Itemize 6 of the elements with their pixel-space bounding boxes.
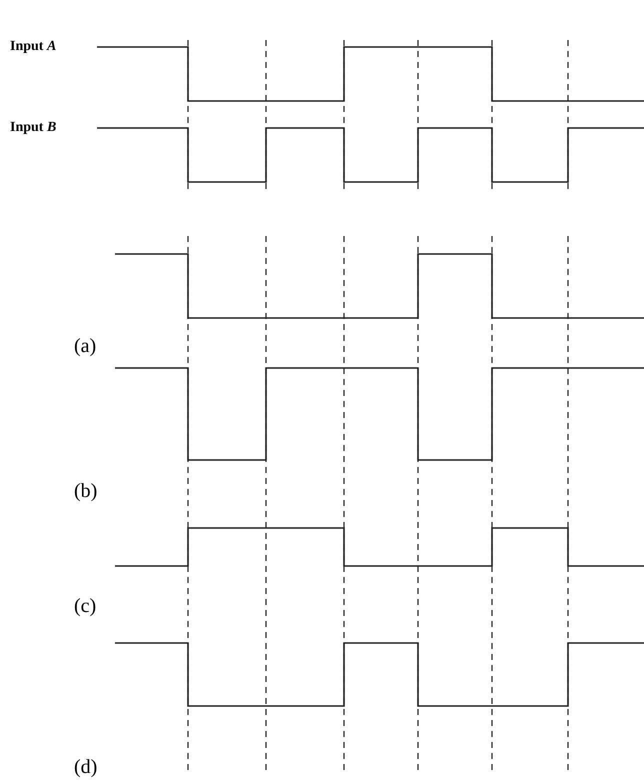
input-label: Input B — [10, 121, 56, 135]
option-label: (c) — [74, 596, 96, 616]
option-label: (b) — [74, 481, 98, 501]
input-label: Input A — [10, 40, 56, 54]
option-label: (a) — [74, 336, 96, 356]
option-label: (d) — [74, 757, 98, 777]
